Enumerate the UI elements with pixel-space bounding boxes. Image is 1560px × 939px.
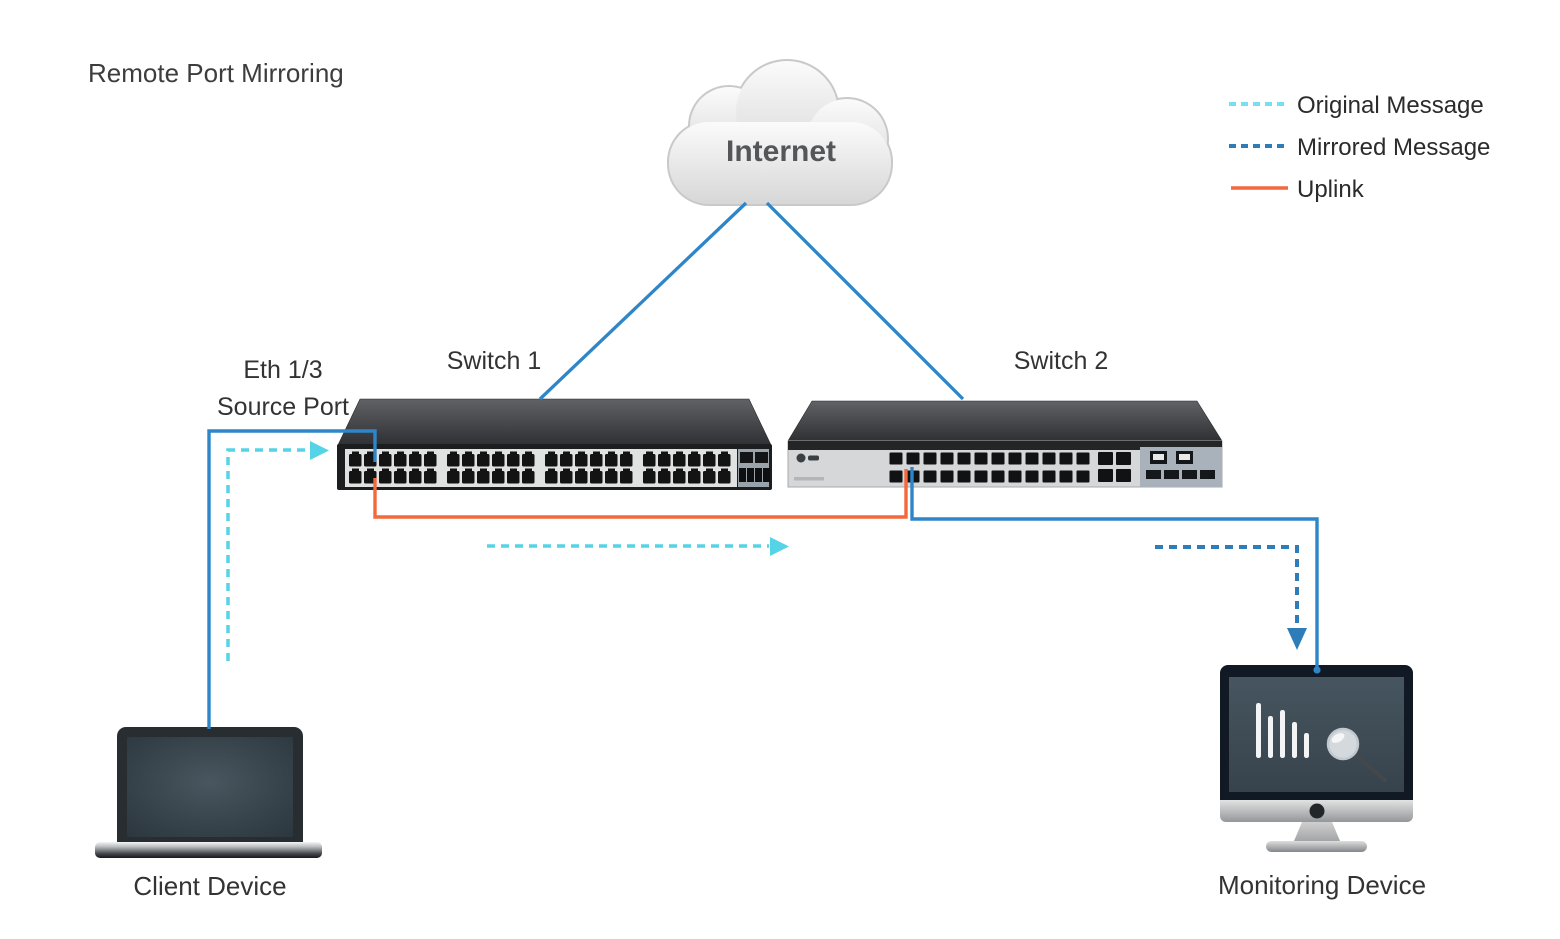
switch2-combo-port-2: [1116, 452, 1131, 465]
original-message-flow: [226, 441, 789, 661]
switch2-label: Switch 2: [1014, 347, 1108, 375]
switch1-sfp-1: [739, 468, 746, 482]
switch2-device: [787, 400, 1223, 488]
switch2-combo-port-3: [1098, 469, 1113, 482]
switch2-port-grid: [888, 451, 1092, 487]
uplink-switch1-switch2: [373, 469, 908, 519]
monitor-stand-neck: [1294, 822, 1340, 841]
link-internet-switch2: [765, 201, 965, 401]
switch2-uplink-port-1-inner: [1153, 454, 1164, 460]
links: [207, 201, 1319, 729]
original-message-arrowhead-uplink: [770, 537, 789, 556]
switch1-port-grid: [348, 451, 732, 485]
original-message-arrow-client: [226, 448, 309, 661]
diagram-title: Remote Port Mirroring: [88, 58, 344, 88]
switch1-sfp-4: [763, 468, 770, 482]
switch2-vent-band: [788, 441, 1222, 450]
client-device-label: Client Device: [133, 871, 286, 901]
magnifier-handle: [1353, 753, 1387, 782]
original-message-arrowhead-client: [310, 441, 329, 460]
legend-uplink-label: Uplink: [1297, 176, 1365, 203]
mirrored-message-flow: [1155, 545, 1307, 650]
monitor-stand-base: [1266, 841, 1367, 852]
link-monitor-endpoint-dot: [1313, 666, 1321, 674]
switch2-uplink-port-2-inner: [1179, 454, 1190, 460]
switch2-sfp-2: [1164, 470, 1179, 479]
internet-label: Internet: [726, 135, 836, 168]
switch1-uplink-port-1: [740, 452, 753, 463]
legend-original-message-label: Original Message: [1297, 92, 1484, 119]
magnifier-lens: [1326, 727, 1360, 761]
laptop-screen: [127, 737, 293, 837]
switch2-sfp-1: [1146, 470, 1161, 479]
switch2-top: [787, 400, 1223, 442]
switch1-top: [337, 398, 772, 446]
cloud-body: [669, 61, 891, 204]
client-device-icon: [95, 727, 322, 858]
legend: Original Message Mirrored Message Uplink: [1229, 92, 1490, 203]
switch2-sfp-3: [1182, 470, 1197, 479]
magnifier-icon: [1326, 727, 1387, 782]
legend-mirrored-message-label: Mirrored Message: [1297, 134, 1490, 161]
mirrored-message-arrow: [1155, 545, 1299, 627]
switch1-uplink-port-2: [755, 452, 768, 463]
switch2-combo-port-4: [1116, 469, 1131, 482]
switch1-sfp-3: [755, 468, 762, 482]
switch2-model-text: [794, 477, 824, 481]
magnifier-highlight: [1331, 733, 1345, 743]
switch2-sfp-4: [1200, 470, 1215, 479]
monitor-logo-dot: [1309, 803, 1325, 819]
source-port-label-line1: Eth 1/3: [243, 356, 322, 384]
switch1-label: Switch 1: [447, 347, 541, 375]
switch2-brand-text: [808, 455, 819, 461]
switch1-device: [337, 398, 772, 490]
monitoring-device-icon: [1220, 665, 1413, 852]
monitoring-device-label: Monitoring Device: [1218, 870, 1426, 900]
mirrored-message-arrowhead: [1287, 628, 1307, 650]
bar-chart-icon: [1256, 703, 1309, 758]
switch1-sfp-2: [747, 468, 754, 482]
internet-cloud-icon: Internet: [667, 59, 893, 206]
link-client-switch1: [207, 429, 377, 729]
laptop-base: [95, 842, 322, 858]
switch2-combo-port-1: [1098, 452, 1113, 465]
link-switch2-monitor: [910, 467, 1319, 671]
switch2-brand-logo: [796, 453, 806, 463]
source-port-label-line2: Source Port: [217, 393, 349, 421]
link-internet-switch1: [538, 201, 748, 401]
